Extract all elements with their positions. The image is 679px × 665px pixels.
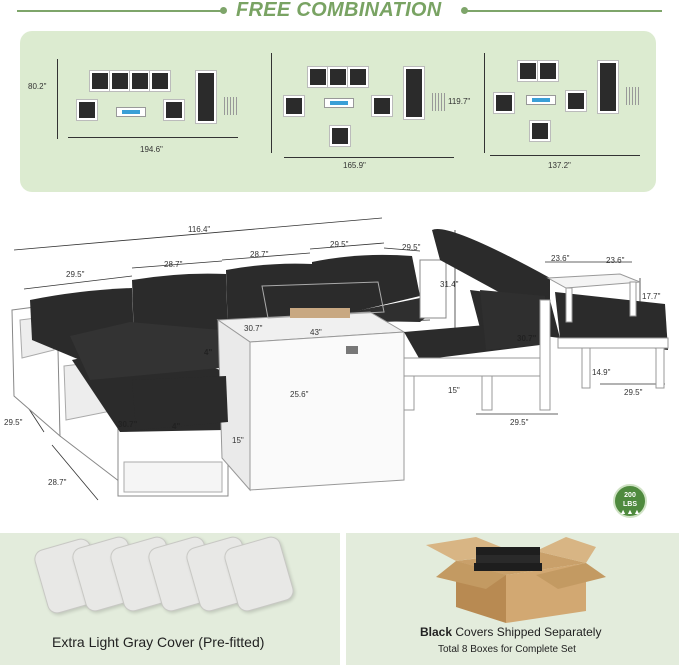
combo-3-width-line <box>490 155 640 156</box>
page-title: FREE COMBINATION <box>236 0 442 21</box>
combo-3-lounger <box>597 60 619 114</box>
header-dot-left <box>220 7 227 14</box>
combo-1-width: 194.6" <box>140 145 163 154</box>
weight-capacity-badge: 200 LBS ▲▲▲ <box>613 484 647 518</box>
badge-unit: LBS <box>623 501 637 508</box>
combo-1-seat <box>163 99 185 121</box>
dim-overall-width: 116.4" <box>188 225 211 234</box>
dim-table-width: 43" <box>310 328 322 337</box>
combo-1-height-line <box>57 59 58 139</box>
shipping-caption: Black Covers Shipped Separately <box>420 625 601 639</box>
furniture-drawing <box>11 217 669 501</box>
header: FREE COMBINATION <box>0 0 679 24</box>
combo-2-width-line <box>284 157 454 158</box>
header-dot-right <box>461 7 468 14</box>
combo-2-seat <box>329 125 351 147</box>
dim-seg-5: 29.5" <box>402 243 421 252</box>
combo-2-side-table <box>432 93 446 111</box>
dim-ottoman-width: 29.5" <box>510 418 529 427</box>
header-divider-left <box>17 10 224 12</box>
combo-2-seat <box>283 95 305 117</box>
cover-panel <box>0 533 340 665</box>
combo-3-seat <box>529 120 551 142</box>
dim-side-table-w: 23.6" <box>551 254 570 263</box>
combo-1-seat <box>129 70 151 92</box>
dim-seg-4: 29.5" <box>330 240 349 249</box>
dim-cushion-mid: 4" <box>204 348 213 357</box>
combo-2-height: 119.7" <box>448 97 471 106</box>
combo-3-seat <box>537 60 559 82</box>
combo-2-lounger <box>403 66 425 120</box>
badge-people-icon: ▲▲▲ <box>619 509 641 516</box>
dim-table-height: 25.6" <box>290 390 309 399</box>
combo-3-fire-table <box>526 95 556 105</box>
badge-value: 200 <box>624 492 636 499</box>
combo-1-seat <box>76 99 98 121</box>
combo-1-lounger <box>195 70 217 124</box>
box-image <box>426 537 606 623</box>
combo-3-seat <box>493 92 515 114</box>
shipping-panel <box>346 533 679 665</box>
dim-table-depth: 30.7" <box>244 324 263 333</box>
dim-seg-2: 28.7" <box>164 260 183 269</box>
combo-1-width-line <box>68 137 238 138</box>
combo-1-seat <box>109 70 131 92</box>
combo-1-fire-table <box>116 107 146 117</box>
shipping-caption-bold: Black <box>420 625 453 639</box>
fire-table <box>216 281 406 492</box>
combo-2-height-line-left <box>271 53 272 153</box>
dim-side-table-h: 17.7" <box>642 292 661 301</box>
combo-3-seat <box>565 90 587 112</box>
combo-2-seat <box>307 66 329 88</box>
header-divider-right <box>465 10 662 12</box>
combo-2-seat <box>371 95 393 117</box>
furniture-illustration: 116.4" 29.5" 28.7" 28.7" 29.5" 29.5" 29.… <box>0 200 679 520</box>
shipping-caption-rest: Covers Shipped Separately <box>452 625 602 639</box>
combo-2-fire-table <box>324 98 354 108</box>
dim-seat-height-left: 30.7" <box>118 420 138 429</box>
combo-1-side-table <box>224 97 238 115</box>
dim-leg-height-left: 15" <box>232 436 244 445</box>
combo-3-height-line <box>484 53 485 153</box>
combo-2-seat <box>327 66 349 88</box>
cover-caption: Extra Light Gray Cover (Pre-fitted) <box>52 634 265 650</box>
combo-2-width: 165.9" <box>343 161 366 170</box>
combination-panel: 80.2" 194.6" 119.7" 165.9" <box>20 31 656 192</box>
combo-3-width: 137.2" <box>548 161 571 170</box>
dim-ottoman-back: 30.7" <box>517 334 537 343</box>
combo-3-side-table <box>626 87 640 105</box>
dim-cushion-left: 4" <box>172 422 181 431</box>
dim-left-depth-2: 28.7" <box>48 478 67 487</box>
dim-lounger-height: 31.4" <box>440 280 459 289</box>
side-table <box>546 273 641 323</box>
combo-1-height: 80.2" <box>28 82 47 91</box>
combo-3-seat <box>517 60 539 82</box>
combo-1-seat <box>89 70 111 92</box>
combo-1-seat <box>149 70 171 92</box>
single-seat <box>403 290 551 411</box>
dim-ottoman-leg: 15" <box>448 386 460 395</box>
dim-lounger-width: 29.5" <box>624 388 643 397</box>
dim-seg-1: 29.5" <box>66 270 85 279</box>
dim-side-table-d: 23.6" <box>606 256 625 265</box>
dim-lounger-leg: 14.9" <box>592 368 611 377</box>
combo-2-seat <box>347 66 369 88</box>
dim-left-depth: 29.5" <box>4 418 23 427</box>
dim-seg-3: 28.7" <box>250 250 269 259</box>
shipping-subcaption: Total 8 Boxes for Complete Set <box>438 644 576 655</box>
